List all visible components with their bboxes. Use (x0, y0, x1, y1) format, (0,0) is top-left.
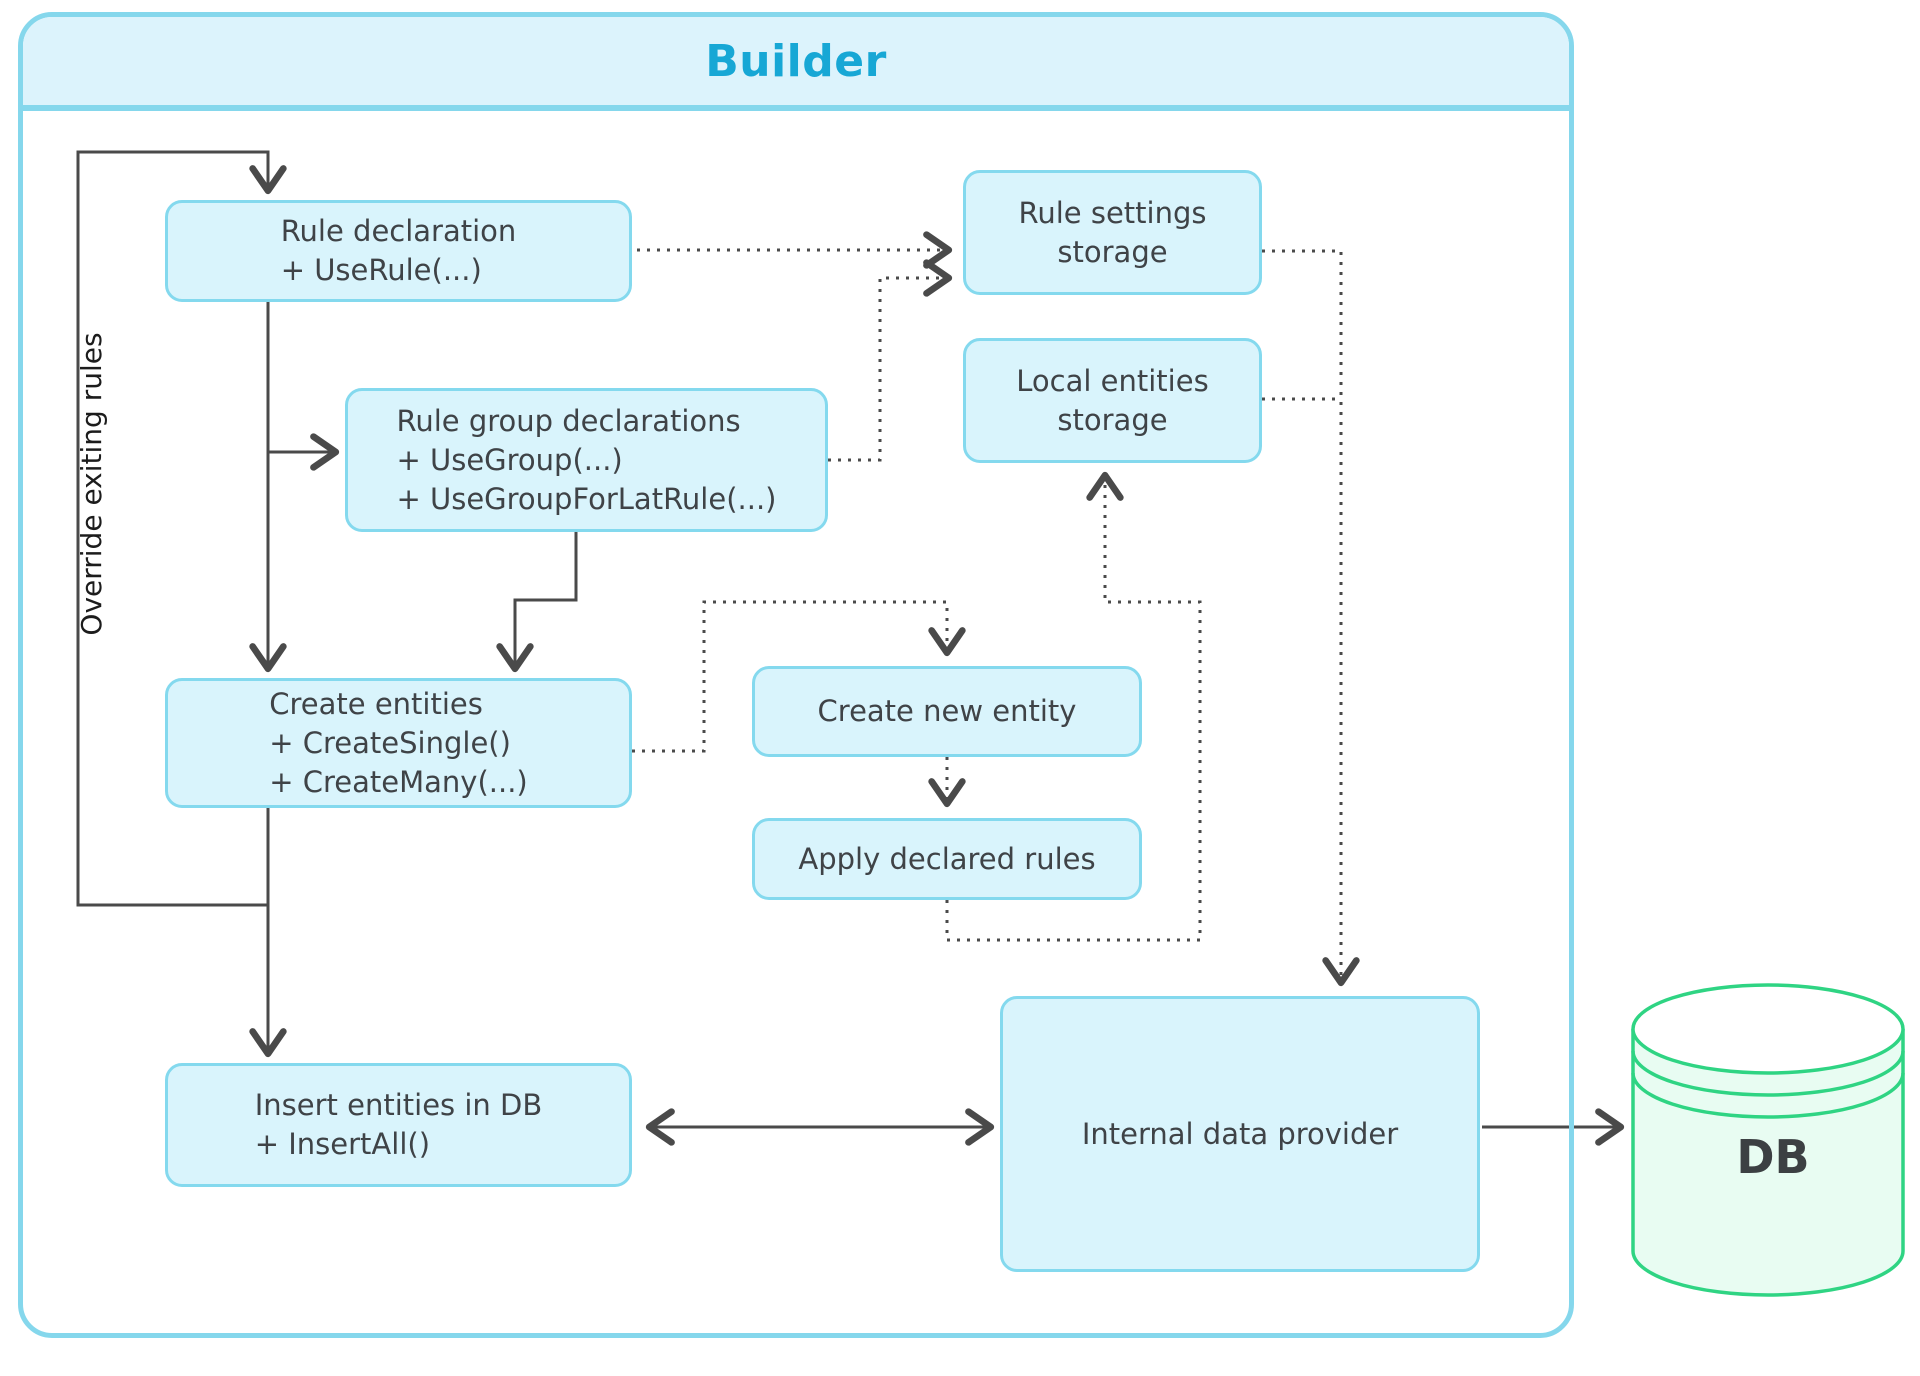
edge-override-loop (76, 150, 287, 907)
builder-title: Builder (705, 35, 887, 87)
node-rule-declaration: Rule declaration + UseRule(...) (165, 200, 632, 302)
node-label: Rule group declarations (396, 403, 741, 438)
db-label: DB (1736, 1130, 1810, 1184)
node-rule-settings-storage: Rule settings storage (963, 170, 1262, 295)
node-label: Create entities (269, 686, 483, 721)
builder-container: Builder (18, 12, 1574, 1338)
node-label: + CreateMany(...) (269, 764, 528, 799)
node-label: Rule declaration (280, 214, 517, 248)
node-label: + CreateSingle() (269, 725, 511, 760)
node-label: storage (1057, 234, 1168, 269)
node-label: Insert entities in DB (254, 1088, 543, 1122)
edge-rulegroup-to-createentities (496, 532, 578, 673)
node-label: + UseRule(...) (280, 253, 482, 287)
edge-applyrules-to-localentities (945, 471, 1202, 942)
node-label: storage (1057, 402, 1168, 437)
edge-rulegroup-to-rulesettings (828, 259, 953, 462)
node-label: + UseGroup(...) (396, 442, 623, 477)
db-cylinder: DB (1603, 955, 1920, 1335)
override-rules-label: Override exiting rules (75, 332, 108, 636)
node-label: Create new entity (817, 694, 1077, 728)
node-label: Rule settings (1018, 195, 1207, 230)
node-create-new-entity: Create new entity (752, 666, 1142, 757)
node-label: Local entities (1016, 363, 1209, 398)
node-internal-data-provider: Internal data provider (1000, 996, 1480, 1272)
builder-header: Builder (23, 17, 1569, 111)
node-label: + InsertAll() (254, 1127, 431, 1161)
node-create-entities: Create entities + CreateSingle() + Creat… (165, 678, 632, 808)
database-icon (1631, 983, 1905, 1297)
edge-createentities-to-newentity (632, 600, 966, 753)
node-label: Apply declared rules (798, 841, 1096, 876)
node-apply-declared-rules: Apply declared rules (752, 818, 1142, 900)
node-local-entities-storage: Local entities storage (963, 338, 1262, 463)
node-insert-entities-in-db: Insert entities in DB + InsertAll() (165, 1063, 632, 1187)
node-rule-group-declarations: Rule group declarations + UseGroup(...) … (345, 388, 828, 532)
node-label: Internal data provider (1081, 1116, 1399, 1151)
node-label: + UseGroupForLatRule(...) (396, 481, 777, 516)
